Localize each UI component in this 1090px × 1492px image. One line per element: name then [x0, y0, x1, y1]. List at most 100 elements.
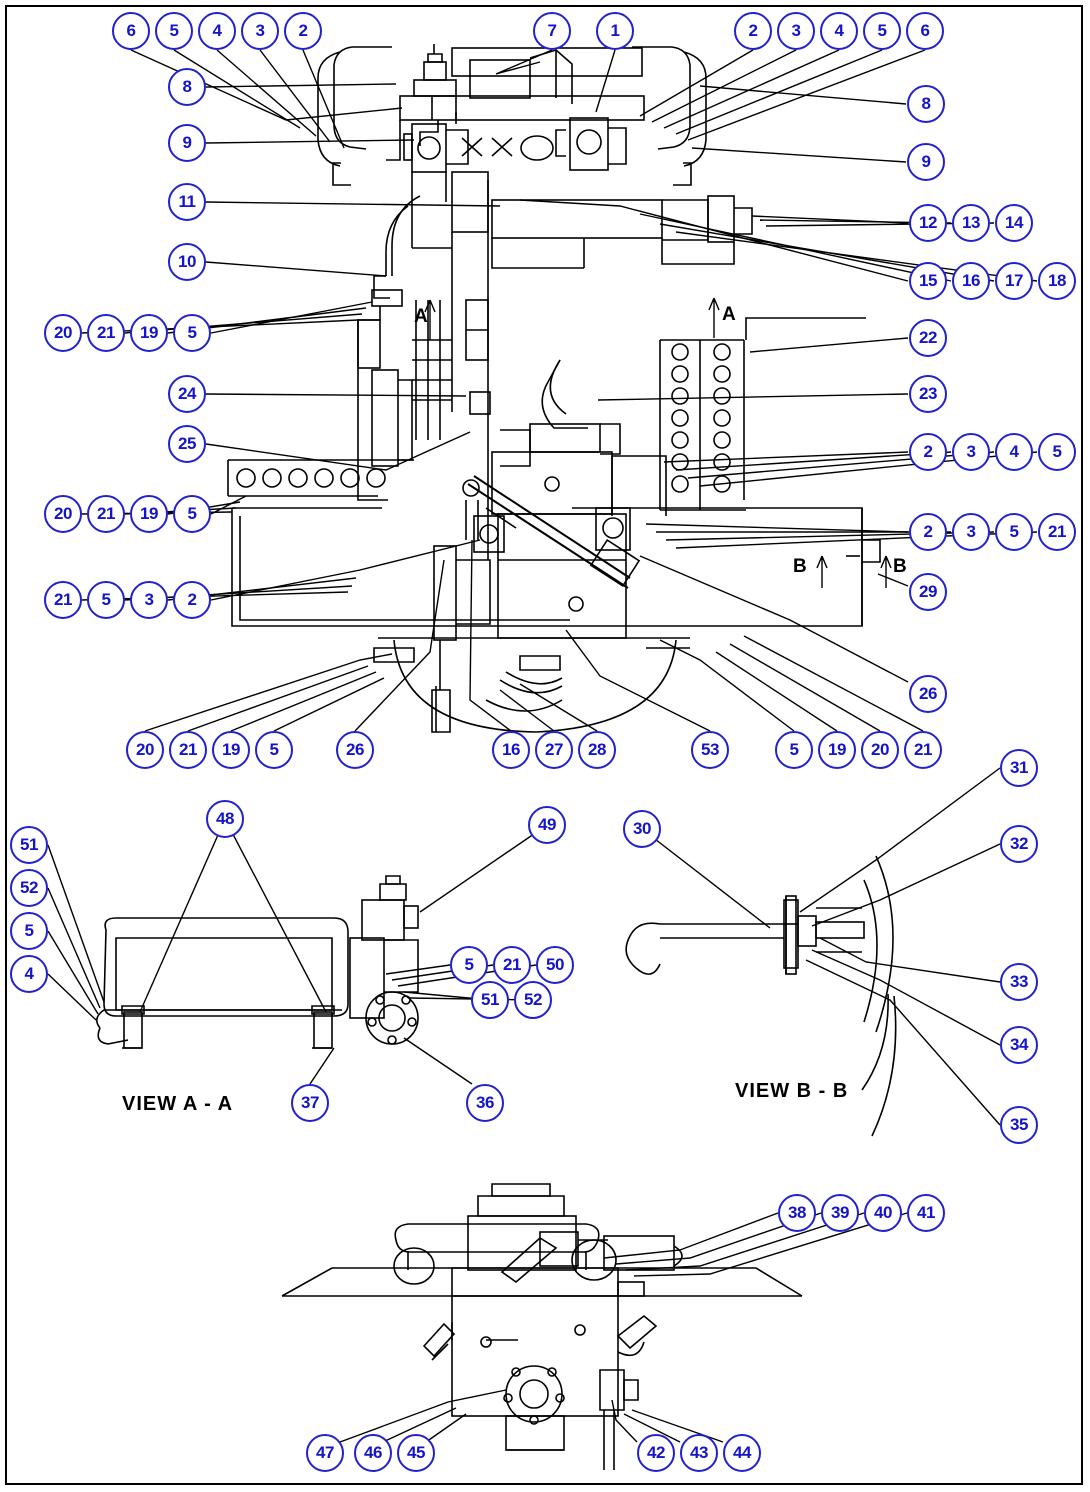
callout-2[interactable]: 2 [284, 12, 322, 50]
callout-16[interactable]: 16 [952, 262, 990, 300]
callout-41[interactable]: 41 [907, 1194, 945, 1232]
callout-52[interactable]: 52 [514, 981, 552, 1019]
callout-9[interactable]: 9 [907, 143, 945, 181]
callout-11[interactable]: 11 [168, 183, 206, 221]
callout-33[interactable]: 33 [1000, 963, 1038, 1001]
callout-19[interactable]: 19 [212, 731, 250, 769]
callout-8[interactable]: 8 [168, 68, 206, 106]
callout-39[interactable]: 39 [821, 1194, 859, 1232]
callout-5[interactable]: 5 [863, 12, 901, 50]
callout-21[interactable]: 21 [87, 314, 125, 352]
callout-3[interactable]: 3 [241, 12, 279, 50]
callout-13[interactable]: 13 [952, 204, 990, 242]
callout-5[interactable]: 5 [450, 946, 488, 984]
callout-2[interactable]: 2 [173, 581, 211, 619]
section-letter-b-left: B [793, 556, 807, 577]
section-letter-a-right: A [722, 304, 736, 325]
callout-1[interactable]: 1 [596, 12, 634, 50]
callout-43[interactable]: 43 [680, 1434, 718, 1472]
callout-49[interactable]: 49 [528, 806, 566, 844]
callout-48[interactable]: 48 [206, 800, 244, 838]
callout-52[interactable]: 52 [10, 869, 48, 907]
callout-53[interactable]: 53 [691, 731, 729, 769]
view-b-b-label: VIEW B - B [735, 1080, 849, 1102]
callout-3[interactable]: 3 [130, 581, 168, 619]
diagram-border [5, 5, 1083, 1485]
callout-15[interactable]: 15 [909, 262, 947, 300]
callout-9[interactable]: 9 [168, 124, 206, 162]
callout-45[interactable]: 45 [397, 1434, 435, 1472]
callout-37[interactable]: 37 [291, 1084, 329, 1122]
callout-34[interactable]: 34 [1000, 1026, 1038, 1064]
callout-3[interactable]: 3 [952, 433, 990, 471]
callout-32[interactable]: 32 [1000, 825, 1038, 863]
callout-27[interactable]: 27 [535, 731, 573, 769]
callout-46[interactable]: 46 [354, 1434, 392, 1472]
callout-5[interactable]: 5 [1038, 433, 1076, 471]
callout-47[interactable]: 47 [306, 1434, 344, 1472]
callout-7[interactable]: 7 [533, 12, 571, 50]
callout-4[interactable]: 4 [10, 955, 48, 993]
callout-26[interactable]: 26 [336, 731, 374, 769]
callout-5[interactable]: 5 [10, 912, 48, 950]
callout-40[interactable]: 40 [864, 1194, 902, 1232]
callout-51[interactable]: 51 [471, 981, 509, 1019]
callout-35[interactable]: 35 [1000, 1106, 1038, 1144]
callout-3[interactable]: 3 [952, 513, 990, 551]
callout-30[interactable]: 30 [623, 810, 661, 848]
callout-23[interactable]: 23 [909, 375, 947, 413]
callout-18[interactable]: 18 [1038, 262, 1076, 300]
callout-2[interactable]: 2 [909, 513, 947, 551]
callout-50[interactable]: 50 [536, 946, 574, 984]
callout-5[interactable]: 5 [995, 513, 1033, 551]
callout-21[interactable]: 21 [493, 946, 531, 984]
callout-22[interactable]: 22 [909, 319, 947, 357]
callout-20[interactable]: 20 [861, 731, 899, 769]
callout-28[interactable]: 28 [578, 731, 616, 769]
callout-14[interactable]: 14 [995, 204, 1033, 242]
callout-4[interactable]: 4 [995, 433, 1033, 471]
callout-17[interactable]: 17 [995, 262, 1033, 300]
callout-6[interactable]: 6 [112, 12, 150, 50]
callout-21[interactable]: 21 [169, 731, 207, 769]
callout-29[interactable]: 29 [909, 573, 947, 611]
callout-5[interactable]: 5 [173, 314, 211, 352]
callout-21[interactable]: 21 [87, 495, 125, 533]
callout-19[interactable]: 19 [130, 314, 168, 352]
callout-19[interactable]: 19 [818, 731, 856, 769]
callout-16[interactable]: 16 [492, 731, 530, 769]
callout-44[interactable]: 44 [723, 1434, 761, 1472]
callout-21[interactable]: 21 [1038, 513, 1076, 551]
callout-3[interactable]: 3 [777, 12, 815, 50]
callout-5[interactable]: 5 [155, 12, 193, 50]
callout-25[interactable]: 25 [168, 425, 206, 463]
callout-51[interactable]: 51 [10, 826, 48, 864]
view-a-a-label: VIEW A - A [122, 1093, 234, 1115]
callout-4[interactable]: 4 [198, 12, 236, 50]
callout-6[interactable]: 6 [906, 12, 944, 50]
callout-4[interactable]: 4 [820, 12, 858, 50]
callout-19[interactable]: 19 [130, 495, 168, 533]
callout-12[interactable]: 12 [909, 204, 947, 242]
callout-26[interactable]: 26 [909, 675, 947, 713]
callout-8[interactable]: 8 [907, 85, 945, 123]
callout-31[interactable]: 31 [1000, 749, 1038, 787]
callout-5[interactable]: 5 [87, 581, 125, 619]
callout-20[interactable]: 20 [126, 731, 164, 769]
callout-20[interactable]: 20 [44, 314, 82, 352]
callout-2[interactable]: 2 [734, 12, 772, 50]
callout-20[interactable]: 20 [44, 495, 82, 533]
callout-24[interactable]: 24 [168, 375, 206, 413]
callout-38[interactable]: 38 [778, 1194, 816, 1232]
callout-5[interactable]: 5 [255, 731, 293, 769]
callout-36[interactable]: 36 [466, 1084, 504, 1122]
callout-2[interactable]: 2 [909, 433, 947, 471]
callout-21[interactable]: 21 [44, 581, 82, 619]
callout-10[interactable]: 10 [168, 243, 206, 281]
callout-42[interactable]: 42 [637, 1434, 675, 1472]
callout-21[interactable]: 21 [904, 731, 942, 769]
callout-5[interactable]: 5 [173, 495, 211, 533]
callout-5[interactable]: 5 [775, 731, 813, 769]
section-letter-a-left: A [414, 306, 428, 327]
